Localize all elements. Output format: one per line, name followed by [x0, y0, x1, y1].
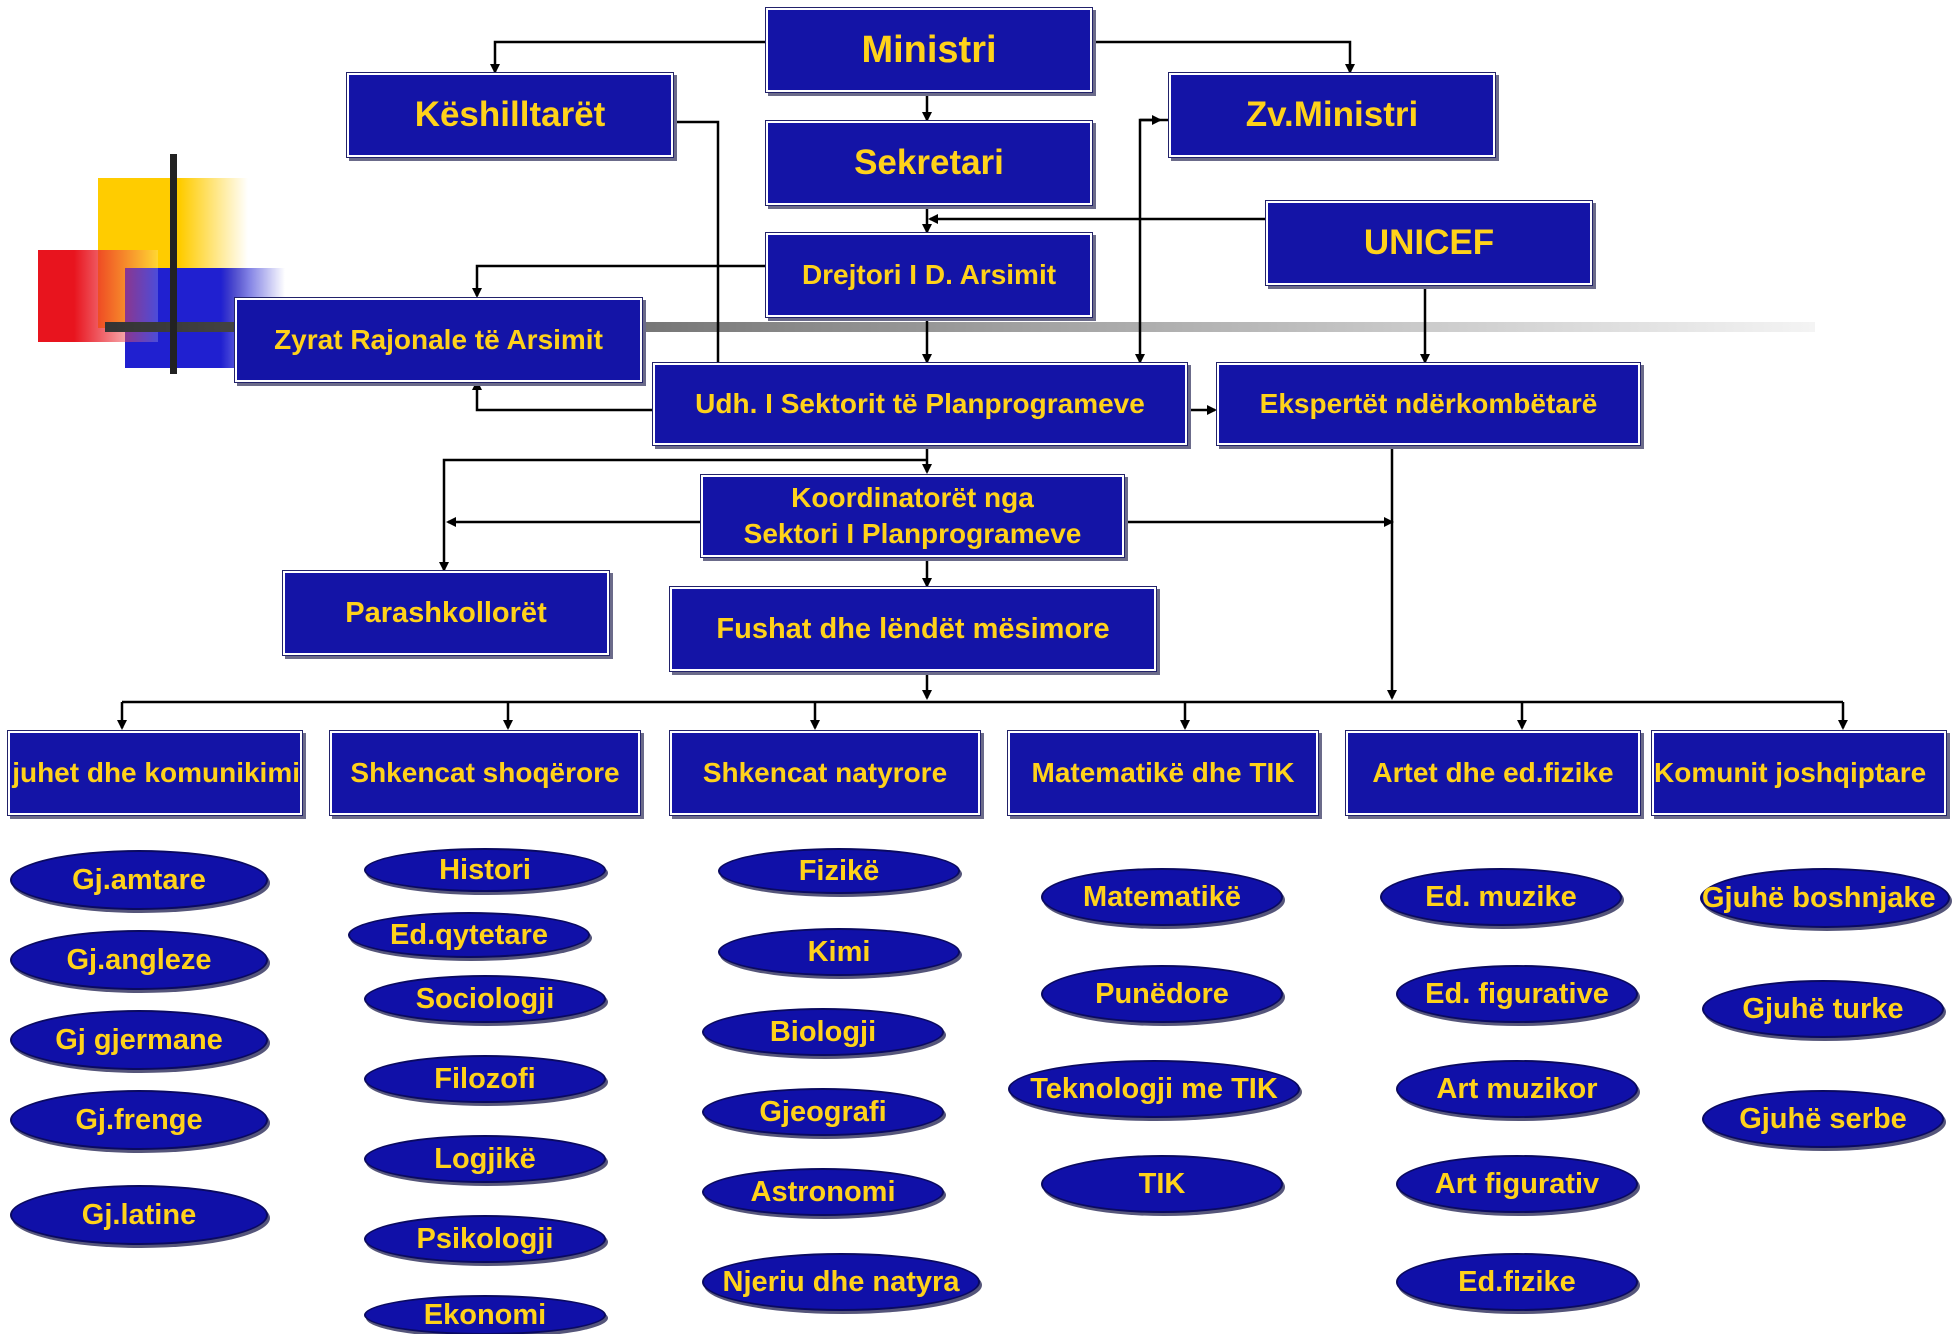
connector-udh-parashkollore	[439, 458, 927, 572]
category-box: Shkencat natyrore	[672, 733, 978, 813]
subject-pill: Art figurativ	[1396, 1155, 1638, 1213]
box-zv-ministri: Zv.Ministri	[1171, 75, 1493, 155]
subject-pill: Njeriu dhe natyra	[702, 1253, 980, 1311]
subject-pill: Gjuhë turke	[1702, 980, 1944, 1038]
subject-pill: Gj gjermane	[10, 1010, 268, 1070]
box-udh-sektorit: Udh. I Sektorit të Planprogrameve	[655, 365, 1185, 443]
connector-drejtori-zyrat	[472, 264, 765, 298]
category-box: Artet dhe ed.fizike	[1348, 733, 1638, 813]
koordinatoret-line-1: Koordinatorët nga	[791, 482, 1034, 513]
subject-pill: TIK	[1041, 1155, 1283, 1213]
subject-pill: Gj.amtare	[10, 850, 268, 910]
category-box: Matematikë dhe TIK	[1010, 733, 1316, 813]
connector-keshilltaret-udh	[672, 120, 723, 377]
subject-pill: Gj.angleze	[10, 930, 268, 990]
subject-pill: Sociologji	[364, 975, 606, 1023]
box-keshilltaret: Këshilltarët	[349, 75, 671, 155]
subject-pill: Ed. muzike	[1380, 868, 1622, 926]
subject-pill: Ed.qytetare	[348, 912, 590, 958]
subject-pill: Logjikë	[364, 1135, 606, 1183]
subject-pill: Kimi	[718, 928, 960, 976]
subject-pill: Teknologji me TIK	[1008, 1060, 1300, 1118]
subject-pill: Punëdore	[1041, 965, 1283, 1023]
subject-pill: Histori	[364, 848, 606, 892]
box-zyrat-rajonale: Zyrat Rajonale të Arsimit	[237, 300, 640, 380]
koordinatoret-line-2: Sektori I Planprogrameve	[743, 518, 1082, 549]
box-ministri: Ministri	[768, 10, 1090, 90]
subject-pill: Gj.frenge	[10, 1090, 268, 1150]
box-fushat: Fushat dhe lëndët mësimore	[672, 589, 1154, 669]
subject-pill: Ed. figurative	[1396, 965, 1638, 1023]
box-unicef: UNICEF	[1268, 203, 1590, 283]
subject-pill: Biologji	[702, 1008, 944, 1056]
decorative-horizontal-bar	[105, 322, 1815, 332]
subject-pill: Ed.fizike	[1396, 1253, 1638, 1311]
box-drejtori: Drejtori I D. Arsimit	[768, 235, 1090, 315]
subject-pill: Gjuhë serbe	[1702, 1090, 1944, 1148]
subject-pill: Gjuhë boshnjake	[1700, 868, 1950, 928]
connector-ministri-zvministri	[1090, 40, 1355, 74]
subject-pill: Gjeografi	[702, 1088, 944, 1136]
box-parashkolloret: Parashkollorët	[285, 573, 607, 653]
subject-pill: Art muzikor	[1396, 1060, 1638, 1118]
category-box: juhet dhe komunikimi	[10, 733, 300, 813]
subject-pill: Filozofi	[364, 1055, 606, 1103]
box-ekspertet: Ekspertët ndërkombëtarë	[1219, 365, 1638, 443]
subject-pill: Gj.latine	[10, 1185, 268, 1245]
connector-ministri-keshilltaret	[490, 40, 765, 74]
subject-pill: Matematikë	[1041, 868, 1283, 926]
category-box: Komunit joshqiptare	[1654, 733, 1944, 813]
connector-zvministri-udh	[1135, 118, 1170, 364]
decorative-vertical-bar	[170, 154, 177, 374]
subject-pill: Astronomi	[702, 1168, 944, 1216]
category-box: Shkencat shoqërore	[332, 733, 638, 813]
box-koordinatoret: Koordinatorët nga Sektori I Planprograme…	[703, 477, 1122, 555]
subject-pill: Psikologji	[364, 1215, 606, 1263]
subject-pill: Ekonomi	[364, 1295, 606, 1334]
connector-udh-zyrat	[472, 380, 655, 412]
subject-pill: Fizikë	[718, 848, 960, 894]
box-sekretari: Sekretari	[768, 123, 1090, 203]
